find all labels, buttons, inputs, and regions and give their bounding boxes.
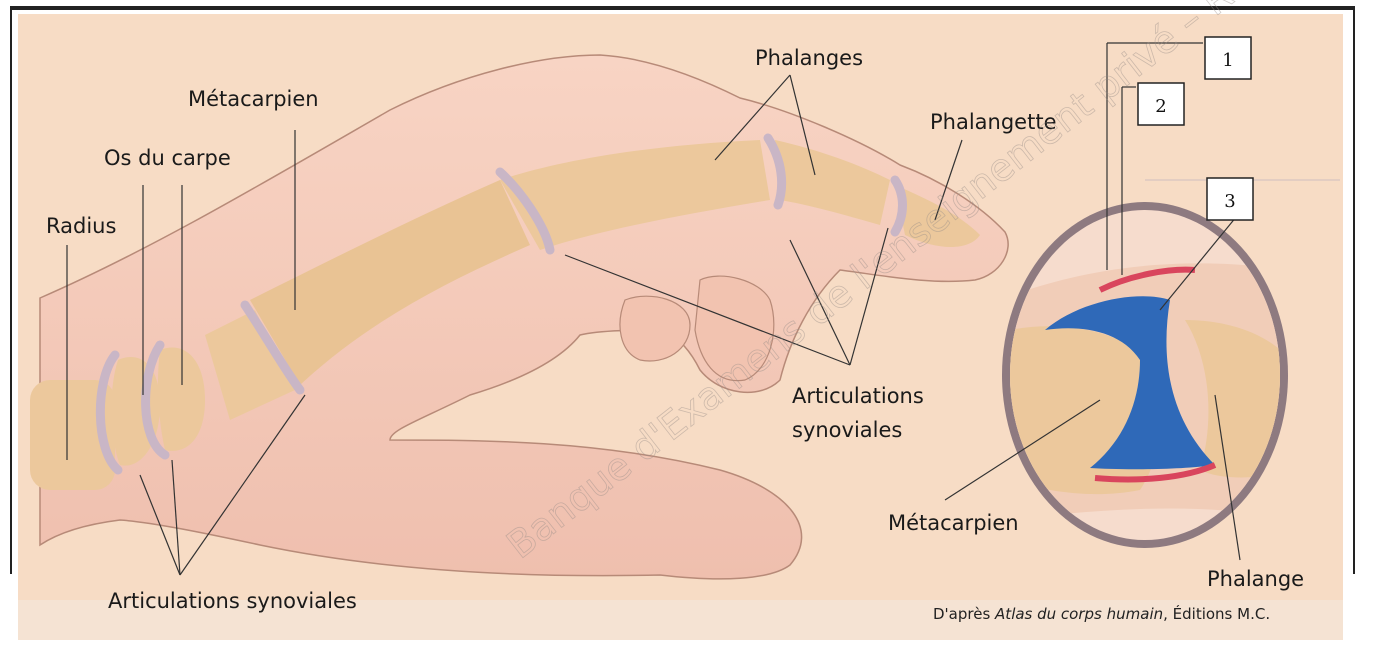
label-phalanges: Phalanges — [755, 46, 863, 70]
number-box-3-label: 3 — [1224, 191, 1235, 212]
credit-line: D'après Atlas du corps humain, Éditions … — [933, 604, 1270, 623]
joint-zoom-circle — [1000, 202, 1290, 548]
number-box-2-label: 2 — [1155, 96, 1166, 117]
credit-prefix: D'après — [933, 605, 995, 623]
label-os-du-carpe: Os du carpe — [104, 146, 231, 170]
label-metacarpien-top: Métacarpien — [188, 87, 319, 111]
label-articulations-bottom: Articulations synoviales — [108, 589, 357, 613]
label-articulations-mid-line2: synoviales — [792, 418, 902, 442]
label-phalange: Phalange — [1207, 567, 1304, 591]
number-box-1-label: 1 — [1222, 50, 1233, 71]
number-box-1: 1 — [1205, 37, 1251, 79]
number-box-2: 2 — [1138, 83, 1184, 125]
label-radius: Radius — [46, 214, 116, 238]
label-metacarpien-zoom: Métacarpien — [888, 511, 1019, 535]
credit-title: Atlas du corps humain — [994, 605, 1163, 623]
label-articulations-mid-line1: Articulations — [792, 384, 924, 408]
credit-suffix: , Éditions M.C. — [1163, 604, 1270, 623]
number-box-3: 3 — [1207, 178, 1253, 220]
